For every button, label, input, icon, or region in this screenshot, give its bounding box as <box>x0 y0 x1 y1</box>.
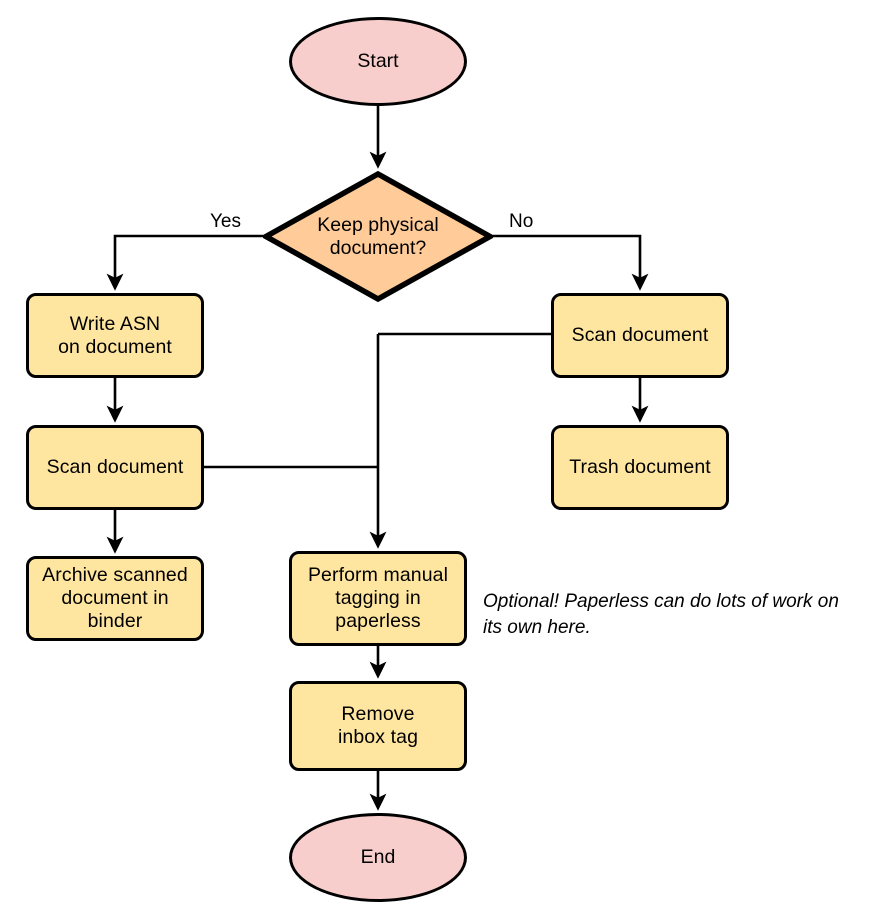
edge-decision-no <box>493 234 649 291</box>
node-remove-inbox-tag[interactable]: Remove inbox tag <box>289 681 467 771</box>
node-remove-inbox-label-line2: inbox tag <box>337 726 419 748</box>
node-trash-document[interactable]: Trash document <box>551 425 729 510</box>
node-end-label: End <box>360 846 396 868</box>
node-tagging-label-line3: paperless <box>335 610 421 632</box>
node-write-asn-on-document[interactable]: Write ASN on document <box>26 293 204 378</box>
node-archive-label-line2: document in <box>61 587 169 609</box>
node-scan-document-right-label: Scan document <box>571 324 709 346</box>
node-scan-document-left[interactable]: Scan document <box>26 425 204 510</box>
node-perform-manual-tagging[interactable]: Perform manual tagging in paperless <box>289 551 467 646</box>
node-trash-document-label: Trash document <box>569 456 711 478</box>
node-tagging-label-line2: tagging in <box>335 587 421 609</box>
node-end[interactable]: End <box>289 813 467 902</box>
node-write-asn-label-line1: Write ASN <box>69 312 161 335</box>
node-tagging-label-line1: Perform manual <box>307 564 449 586</box>
node-start[interactable]: Start <box>289 17 467 106</box>
node-archive-label-line1: Archive scanned <box>42 564 188 586</box>
node-archive-scanned-document[interactable]: Archive scanned document in binder <box>26 556 204 641</box>
node-decision-keep-physical-document[interactable]: Keep physical document? <box>263 171 493 302</box>
annotation-optional-note-line1: Optional! Paperless can do lots of work … <box>483 591 839 612</box>
node-scan-document-right[interactable]: Scan document <box>551 293 729 378</box>
node-write-asn-label: Write ASN on document <box>58 313 172 359</box>
node-archive-label-line3: binder <box>87 610 143 632</box>
edge-decision-yes <box>106 234 263 291</box>
diamond-shape <box>263 171 493 302</box>
node-tagging-label: Perform manual tagging in paperless <box>308 564 448 633</box>
annotation-optional-note: Optional! Paperless can do lots of work … <box>483 589 883 640</box>
annotation-optional-note-line2: its own here. <box>483 616 591 638</box>
node-start-label: Start <box>357 50 399 72</box>
node-write-asn-label-line2: on document <box>58 335 172 358</box>
node-remove-inbox-label: Remove inbox tag <box>338 703 418 749</box>
edge-label-no: No <box>509 211 534 232</box>
edge-label-yes: Yes <box>210 211 241 232</box>
node-archive-label: Archive scanned document in binder <box>42 564 188 633</box>
node-remove-inbox-label-line1: Remove <box>341 703 415 725</box>
node-scan-document-left-label: Scan document <box>46 456 184 478</box>
